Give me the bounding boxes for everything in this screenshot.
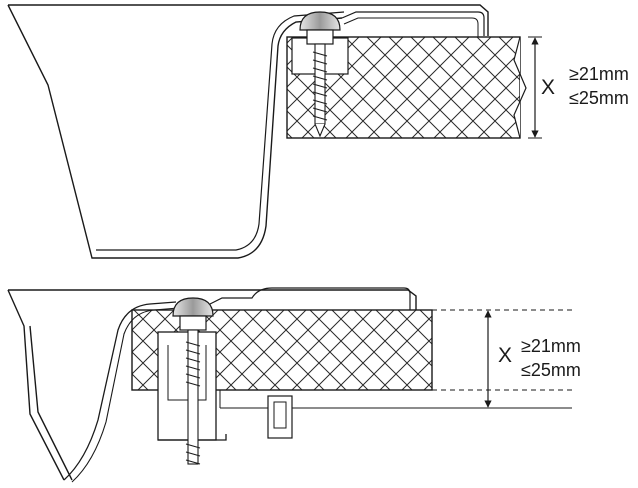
bottom-rod [187,329,199,465]
bottom-clip-knob [172,297,214,317]
top-screw-thread [312,51,328,121]
bottom-clip-nut [179,315,207,331]
bottom-sink-rim-inner [71,307,179,483]
bottom-dim-min: ≥21mm [521,336,581,356]
bottom-detail: X ≥21mm ≤25mm [7,287,581,483]
top-clip-nut [306,29,334,45]
bottom-bracket-foot [158,434,227,441]
top-screw-shaft [314,43,326,125]
top-screw-tip [314,123,326,138]
bottom-sink-bowl [7,289,417,481]
bottom-dim-symbol: X [498,344,512,367]
top-sink-bowl [7,4,489,259]
top-dim-symbol: X [541,76,555,99]
bottom-bracket-slot [167,345,207,401]
top-detail: X ≥21mm ≤25mm [7,4,629,259]
top-worktop-break [513,36,527,139]
bottom-rod-thread [185,341,201,465]
top-sink-flange [341,11,485,36]
bottom-sink-flange [209,287,411,310]
top-sink-flange-under [343,17,479,37]
bottom-clamp [267,395,293,439]
bottom-dim-max: ≤25mm [521,360,581,380]
bottom-sink-rim [63,301,177,481]
bottom-bracket [157,331,217,441]
top-clip-knob [299,11,341,31]
top-dim-min: ≥21mm [569,64,629,84]
top-sink-rim-inner [96,11,345,251]
top-dim-max: ≤25mm [569,88,629,108]
bottom-clamp-slot [273,401,287,429]
